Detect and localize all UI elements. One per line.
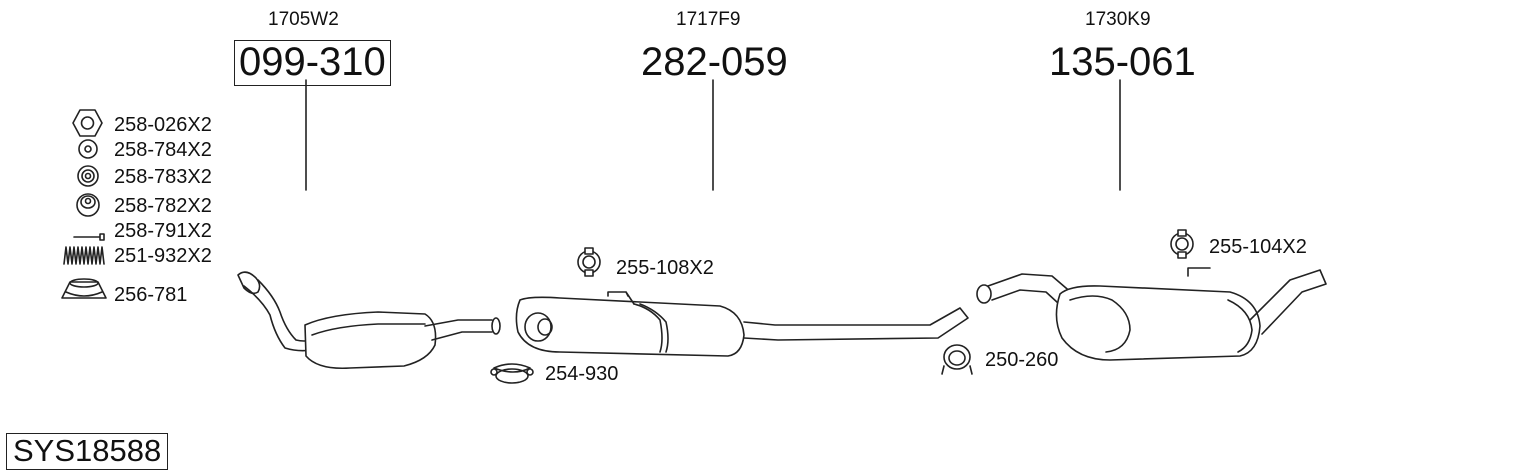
legend-label-bolt[interactable]: 258-791X2 — [114, 220, 212, 242]
spring-washer-icon — [77, 165, 99, 187]
legend-label-spring[interactable]: 251-932X2 — [114, 245, 212, 267]
clamp-icon-rear — [941, 344, 973, 375]
legend-label-spring-cup[interactable]: 258-782X2 — [114, 195, 212, 217]
system-code-box: SYS18588 — [6, 433, 169, 470]
washer-icon — [78, 139, 98, 159]
spring-icon — [63, 246, 105, 265]
rubber-mounting-icon-left — [577, 247, 601, 277]
legend-label-washer[interactable]: 258-784X2 — [114, 139, 212, 161]
legend-label-sealing-ring[interactable]: 256-781 — [114, 284, 188, 306]
part-number-rear-silencer[interactable]: 135-061 — [1049, 40, 1196, 84]
rubber-mounting-icon-right — [1170, 229, 1194, 259]
fitting-label-mounting-left[interactable]: 255-108X2 — [616, 257, 714, 279]
legend-label-spring-washer[interactable]: 258-783X2 — [114, 166, 212, 188]
part-number-middle-silencer[interactable]: 282-059 — [641, 40, 788, 84]
header-code-middle: 1717F9 — [676, 9, 741, 30]
spring-cup-icon — [76, 193, 100, 217]
fitting-label-mounting-right[interactable]: 255-104X2 — [1209, 236, 1307, 258]
part-number-front-pipe[interactable]: 099-310 — [234, 40, 391, 86]
fitting-label-clamp-middle[interactable]: 254-930 — [545, 363, 619, 385]
clamp-icon-middle — [490, 363, 534, 384]
header-code-rear: 1730K9 — [1085, 9, 1151, 30]
fitting-label-clamp-rear[interactable]: 250-260 — [985, 349, 1059, 371]
header-code-front: 1705W2 — [268, 9, 339, 30]
legend-label-nut[interactable]: 258-026X2 — [114, 114, 212, 136]
front-pipe-catalyst — [237, 271, 501, 370]
rear-silencer — [976, 267, 1327, 361]
hex-nut-icon — [72, 109, 103, 137]
bolt-icon — [73, 233, 105, 241]
sealing-ring-icon — [61, 278, 107, 299]
middle-silencer — [515, 291, 969, 357]
